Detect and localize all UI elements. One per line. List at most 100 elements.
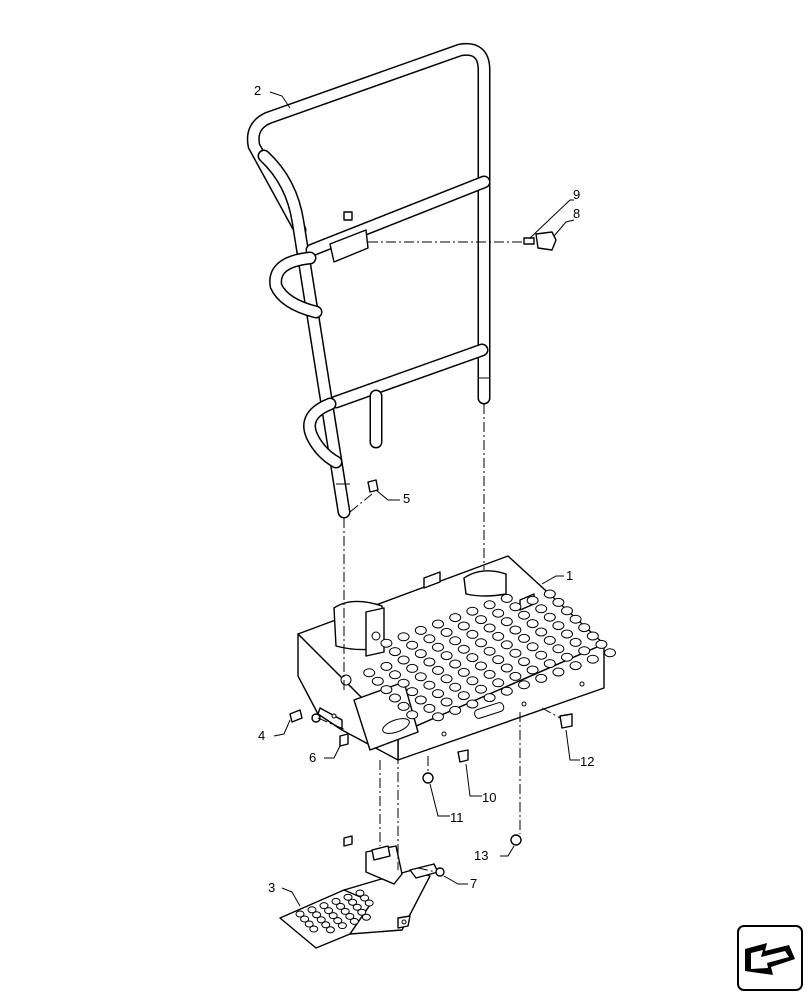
perforation-hole <box>543 589 556 599</box>
perforation-hole <box>397 632 410 642</box>
perforation-hole <box>440 651 453 661</box>
perforation-hole <box>432 712 444 722</box>
perforation-hole <box>423 703 436 713</box>
perforation-hole <box>552 644 565 654</box>
perforation-hole <box>518 610 530 620</box>
perforation-hole <box>466 606 479 616</box>
perforation-hole <box>364 899 374 907</box>
perforation-hole <box>449 705 462 715</box>
callout-9: 9 <box>573 187 580 202</box>
perforation-hole <box>586 631 599 641</box>
perforation-hole <box>307 906 317 914</box>
handrail-tube <box>246 42 491 519</box>
perforation-hole <box>449 613 462 623</box>
perforation-hole <box>397 678 410 688</box>
perforation-hole <box>380 638 393 648</box>
perforation-hole <box>363 668 376 678</box>
perforation-hole <box>475 638 487 648</box>
perforation-hole <box>360 894 370 902</box>
perforation-hole <box>552 597 565 607</box>
perforation-hole <box>423 634 436 644</box>
perforation-hole <box>483 646 496 656</box>
perforation-hole <box>406 710 419 720</box>
perforation-hole <box>535 627 548 637</box>
perforation-hole <box>483 600 496 610</box>
perforation-hole <box>361 913 371 921</box>
perforation-hole <box>543 612 556 622</box>
perforation-hole <box>349 917 359 925</box>
perforation-hole <box>604 648 616 658</box>
perforation-hole <box>500 617 513 627</box>
perforation-hole <box>509 602 522 612</box>
callout-11: 11 <box>450 810 464 825</box>
perforation-hole <box>475 615 487 625</box>
perforation-hole <box>432 665 444 675</box>
perforation-hole <box>500 686 513 696</box>
perforation-hole <box>535 650 548 660</box>
perforation-hole <box>518 680 530 690</box>
perforation-hole <box>509 625 522 635</box>
platform-perforations <box>363 589 616 722</box>
perforation-hole <box>389 647 401 657</box>
perforation-hole <box>526 665 539 675</box>
callout-8: 8 <box>573 206 580 221</box>
perforation-hole <box>337 922 347 930</box>
callout-1: 1 <box>566 568 573 583</box>
perforation-hole <box>449 636 462 646</box>
perforation-hole <box>397 655 410 665</box>
perforation-hole <box>492 631 505 641</box>
perforation-hole <box>526 642 539 652</box>
perforation-hole <box>423 657 436 667</box>
perforation-hole <box>295 910 305 918</box>
perforation-hole <box>432 619 444 629</box>
next-page-arrow-icon[interactable] <box>737 925 803 991</box>
callout-12: 12 <box>580 754 594 769</box>
callout-4: 4 <box>258 728 265 743</box>
perforation-hole <box>380 661 393 671</box>
perforation-hole <box>300 915 310 923</box>
perforation-hole <box>561 652 573 662</box>
perforation-hole <box>518 633 530 643</box>
perforation-hole <box>552 667 565 677</box>
assembly-lines <box>317 241 561 873</box>
perforation-hole <box>543 635 556 645</box>
perforation-hole <box>331 897 341 905</box>
perforation-hole <box>492 655 505 665</box>
perforation-hole <box>509 671 522 681</box>
perforation-hole <box>561 629 573 639</box>
perforation-hole <box>578 646 591 656</box>
perforation-hole <box>371 676 384 686</box>
perforation-hole <box>466 653 479 663</box>
perforation-hole <box>561 606 573 616</box>
perforation-hole <box>569 614 582 624</box>
perforation-hole <box>586 654 599 664</box>
callout-labels: 1 2 3 4 5 6 7 8 9 10 11 12 13 <box>254 83 594 895</box>
perforation-hole <box>406 663 419 673</box>
perforation-hole <box>414 672 427 682</box>
perforation-hole <box>340 907 350 915</box>
perforation-hole <box>500 663 513 673</box>
perforation-hole <box>595 639 608 649</box>
perforation-hole <box>457 667 470 677</box>
bracket-perforations <box>295 889 374 934</box>
perforation-hole <box>440 674 453 684</box>
perforation-hole <box>414 625 427 635</box>
perforation-hole <box>578 623 591 633</box>
perforation-hole <box>466 676 479 686</box>
perforation-hole <box>406 640 419 650</box>
perforation-hole <box>336 902 346 910</box>
perforation-hole <box>457 621 470 631</box>
perforation-hole <box>324 907 334 915</box>
perforation-hole <box>309 925 319 933</box>
callout-5: 5 <box>403 491 410 506</box>
perforation-hole <box>483 693 496 703</box>
perforation-hole <box>535 673 548 683</box>
perforation-hole <box>345 912 355 920</box>
callout-6: 6 <box>309 750 316 765</box>
perforation-hole <box>500 593 513 603</box>
perforation-hole <box>414 695 427 705</box>
perforation-hole <box>500 640 513 650</box>
perforation-hole <box>518 657 530 667</box>
callout-7: 7 <box>470 876 477 891</box>
